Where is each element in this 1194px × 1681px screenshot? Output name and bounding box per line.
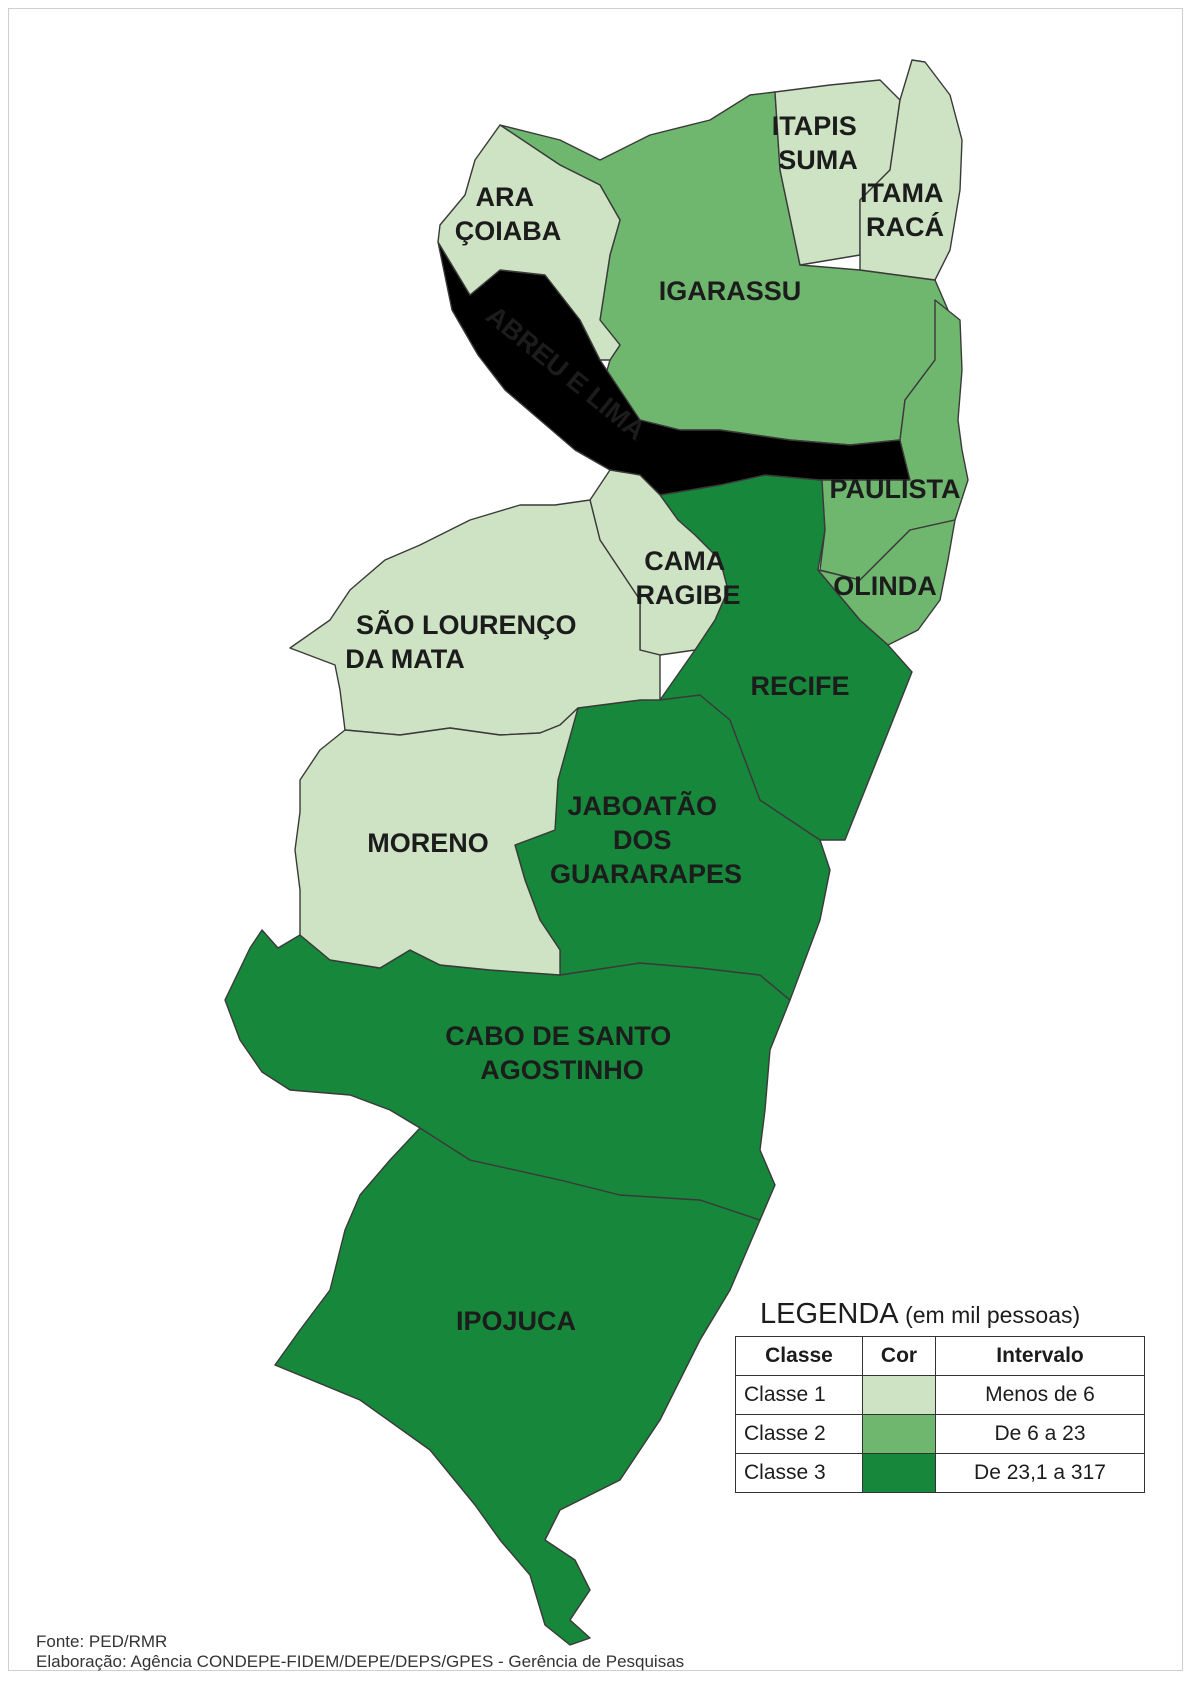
label-cabo: CABO DE SANTO AGOSTINHO	[445, 1021, 679, 1085]
legend-swatch	[863, 1454, 935, 1492]
legend-swatch	[863, 1376, 935, 1414]
label-sao-lourenco: SÃO LOURENÇO DA MATA	[345, 609, 584, 674]
region-olinda	[817, 519, 956, 646]
label-itapissuma: ITAPIS SUMA	[772, 111, 865, 175]
legend-row: Classe 2 De 6 a 23	[735, 1414, 1145, 1454]
region-moreno	[294, 707, 579, 976]
legend-class-label: Classe 1	[735, 1375, 863, 1415]
label-olinda: OLINDA	[833, 571, 937, 601]
legend-color-cell	[862, 1453, 936, 1493]
legend-color-cell	[862, 1414, 936, 1454]
legend-title: LEGENDA (em mil pessoas)	[760, 1298, 1080, 1331]
legend-class-label: Classe 2	[735, 1414, 863, 1454]
region-ipojuca	[274, 1127, 761, 1646]
legend-color-cell	[862, 1375, 936, 1415]
legend-unit: (em mil pessoas)	[905, 1302, 1081, 1328]
legend-header-row: Classe Cor Intervalo	[735, 1336, 1145, 1376]
legend-row: Classe 3 De 23,1 a 317	[735, 1453, 1145, 1493]
label-aracoiaba: ARA ÇOIABA	[455, 182, 562, 246]
label-igarassu: IGARASSU	[659, 276, 802, 306]
legend-range: De 23,1 a 317	[935, 1453, 1145, 1493]
region-itamaraca	[859, 59, 963, 281]
legend-row: Classe 1 Menos de 6	[735, 1375, 1145, 1415]
region-aracoiaba	[437, 124, 621, 361]
label-jaboatao: JABOATÃO DOS GUARARAPES	[550, 790, 742, 889]
legend-title-text: LEGENDA	[760, 1298, 897, 1330]
legend-class-label: Classe 3	[735, 1453, 863, 1493]
legend-header-range: Intervalo	[935, 1336, 1145, 1376]
legend-header-class: Classe	[735, 1336, 863, 1376]
source-note: Fonte: PED/RMR Elaboração: Agência CONDE…	[36, 1632, 684, 1672]
label-moreno: MORENO	[367, 828, 489, 858]
label-camaragibe: CAMA RAGIBE	[635, 546, 740, 610]
label-paulista: PAULISTA	[830, 474, 961, 504]
label-recife: RECIFE	[750, 671, 849, 701]
credit-line: Elaboração: Agência CONDEPE-FIDEM/DEPE/D…	[36, 1652, 685, 1671]
legend-table: Classe Cor Intervalo Classe 1 Menos de 6…	[735, 1336, 1145, 1493]
label-ipojuca: IPOJUCA	[456, 1306, 576, 1336]
legend-header-color: Cor	[862, 1336, 936, 1376]
source-line: Fonte: PED/RMR	[36, 1632, 168, 1651]
legend-swatch	[863, 1415, 935, 1453]
legend-range: Menos de 6	[935, 1375, 1145, 1415]
legend-range: De 6 a 23	[935, 1414, 1145, 1454]
label-itamaraca: ITAMA RACÁ	[860, 178, 950, 242]
